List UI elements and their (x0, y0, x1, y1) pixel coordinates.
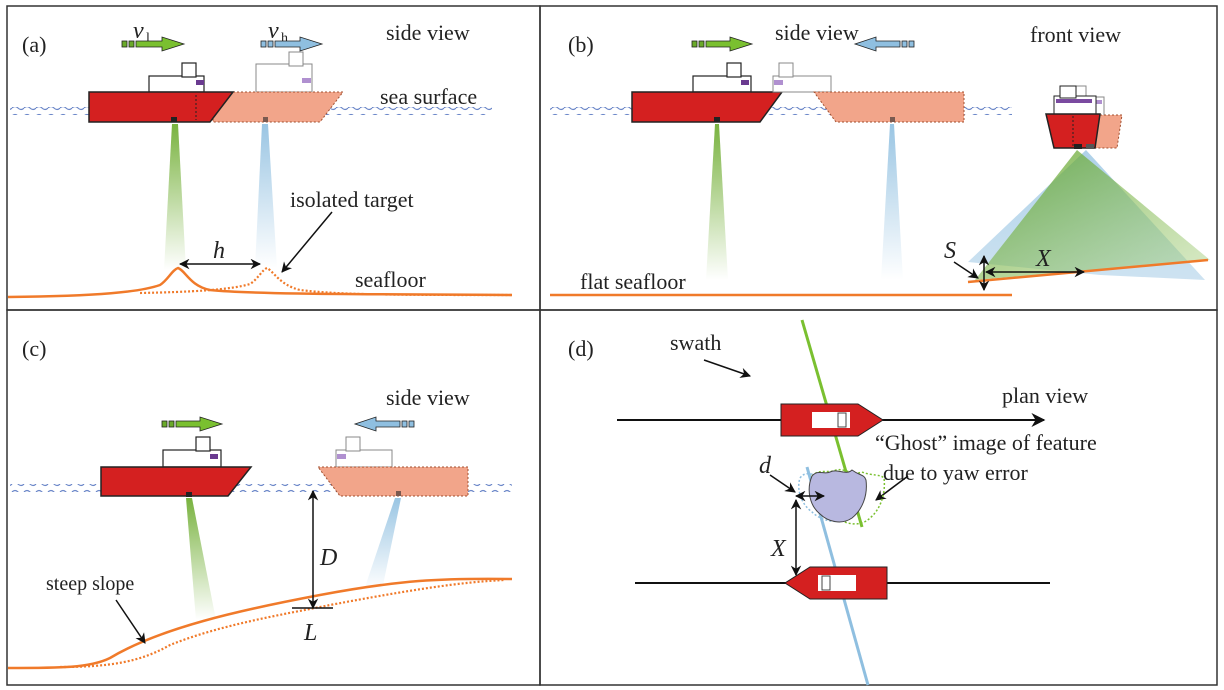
yaw-x-label: X (770, 536, 787, 562)
ship-primary-icon (88, 62, 235, 123)
isolated-target-label: isolated target (290, 187, 414, 212)
ship-primary-icon (631, 62, 784, 123)
ship-ghost-icon (212, 51, 345, 123)
roll-x-label: X (1035, 246, 1052, 272)
offset-h-label: h (213, 238, 225, 264)
sea-surface-waves (10, 484, 512, 492)
length-l-label: L (303, 620, 317, 646)
flat-seafloor-label: flat seafloor (580, 269, 686, 294)
panel-d-border (539, 309, 1218, 686)
swath-pointer (703, 359, 751, 378)
blue-beam (881, 124, 903, 280)
isolated-target-pointer (281, 211, 333, 273)
panel-a-view-label: side view (386, 20, 470, 45)
panel-b-front-view-label: front view (1030, 22, 1121, 47)
yaw-d-pointer (769, 474, 796, 493)
blue-arrow-left-icon (853, 36, 915, 52)
ship-primary-icon (100, 436, 253, 497)
ship-ghost-icon (772, 62, 965, 123)
blue-arrow-right-icon (260, 36, 324, 52)
panel-b-side-view-label: side view (775, 20, 859, 45)
ghost-pointer (875, 475, 909, 501)
green-arrow-right-icon (121, 36, 186, 52)
ghost-feature-shape (808, 469, 867, 523)
plan-view-label: plan view (1002, 383, 1088, 408)
velocity-high-label: v (268, 18, 279, 44)
panel-c: (c) side view (7, 336, 513, 670)
ghost-label-line1: “Ghost” image of feature (875, 430, 1097, 455)
blue-arrow-left-icon (353, 416, 415, 432)
swath-label: swath (670, 330, 721, 355)
panel-d-tag: (d) (568, 336, 594, 361)
panel-b-tag: (b) (568, 32, 594, 57)
depth-d-label: D (319, 545, 337, 571)
steep-slope-shifted-line (59, 578, 506, 669)
ship-plan-view-icon (784, 566, 888, 600)
tilted-seafloor-line (967, 258, 1209, 284)
green-beam (186, 498, 216, 620)
panel-a-tag: (a) (22, 32, 46, 57)
panel-c-tag: (c) (22, 336, 46, 361)
velocity-low-label: v (133, 18, 144, 44)
sea-surface-waves (550, 107, 1012, 115)
steep-slope-label: steep slope (46, 573, 134, 595)
sea-surface-label: sea surface (380, 84, 477, 109)
ghost-feature-blue-outline (798, 471, 864, 523)
panel-c-border (6, 309, 541, 686)
ship-ghost-icon (316, 436, 469, 497)
ghost-label-line2: due to yaw error (883, 460, 1028, 485)
ship-plan-view-icon (780, 403, 884, 437)
panel-c-view-label: side view (386, 385, 470, 410)
roll-s-pointer (953, 261, 979, 279)
green-beam (706, 124, 728, 280)
velocity-high-subscript: h (281, 31, 288, 46)
blue-beam (255, 124, 277, 268)
panel-d: (d) swath X plan view “Ghost” image of f… (568, 319, 1097, 686)
seafloor-line (7, 266, 513, 299)
yaw-d-label: d (759, 453, 772, 479)
green-beam (164, 124, 186, 270)
green-arrow-right-icon (161, 416, 224, 432)
green-swath-fan (975, 150, 1210, 280)
seafloor-label: seafloor (355, 267, 427, 292)
steep-slope-pointer (115, 599, 146, 644)
ship-front-view-icon (1045, 85, 1123, 149)
panel-a: (a) side view v l v h sea surface (7, 18, 513, 299)
ghost-feature-green-outline (811, 468, 886, 525)
velocity-low-subscript: l (146, 31, 150, 46)
panel-b: (b) side view front view (550, 20, 1210, 297)
green-arrow-right-icon (691, 36, 754, 52)
roll-s-label: S (944, 238, 956, 264)
seafloor-shifted-line (139, 266, 513, 297)
blue-beam (364, 498, 401, 590)
